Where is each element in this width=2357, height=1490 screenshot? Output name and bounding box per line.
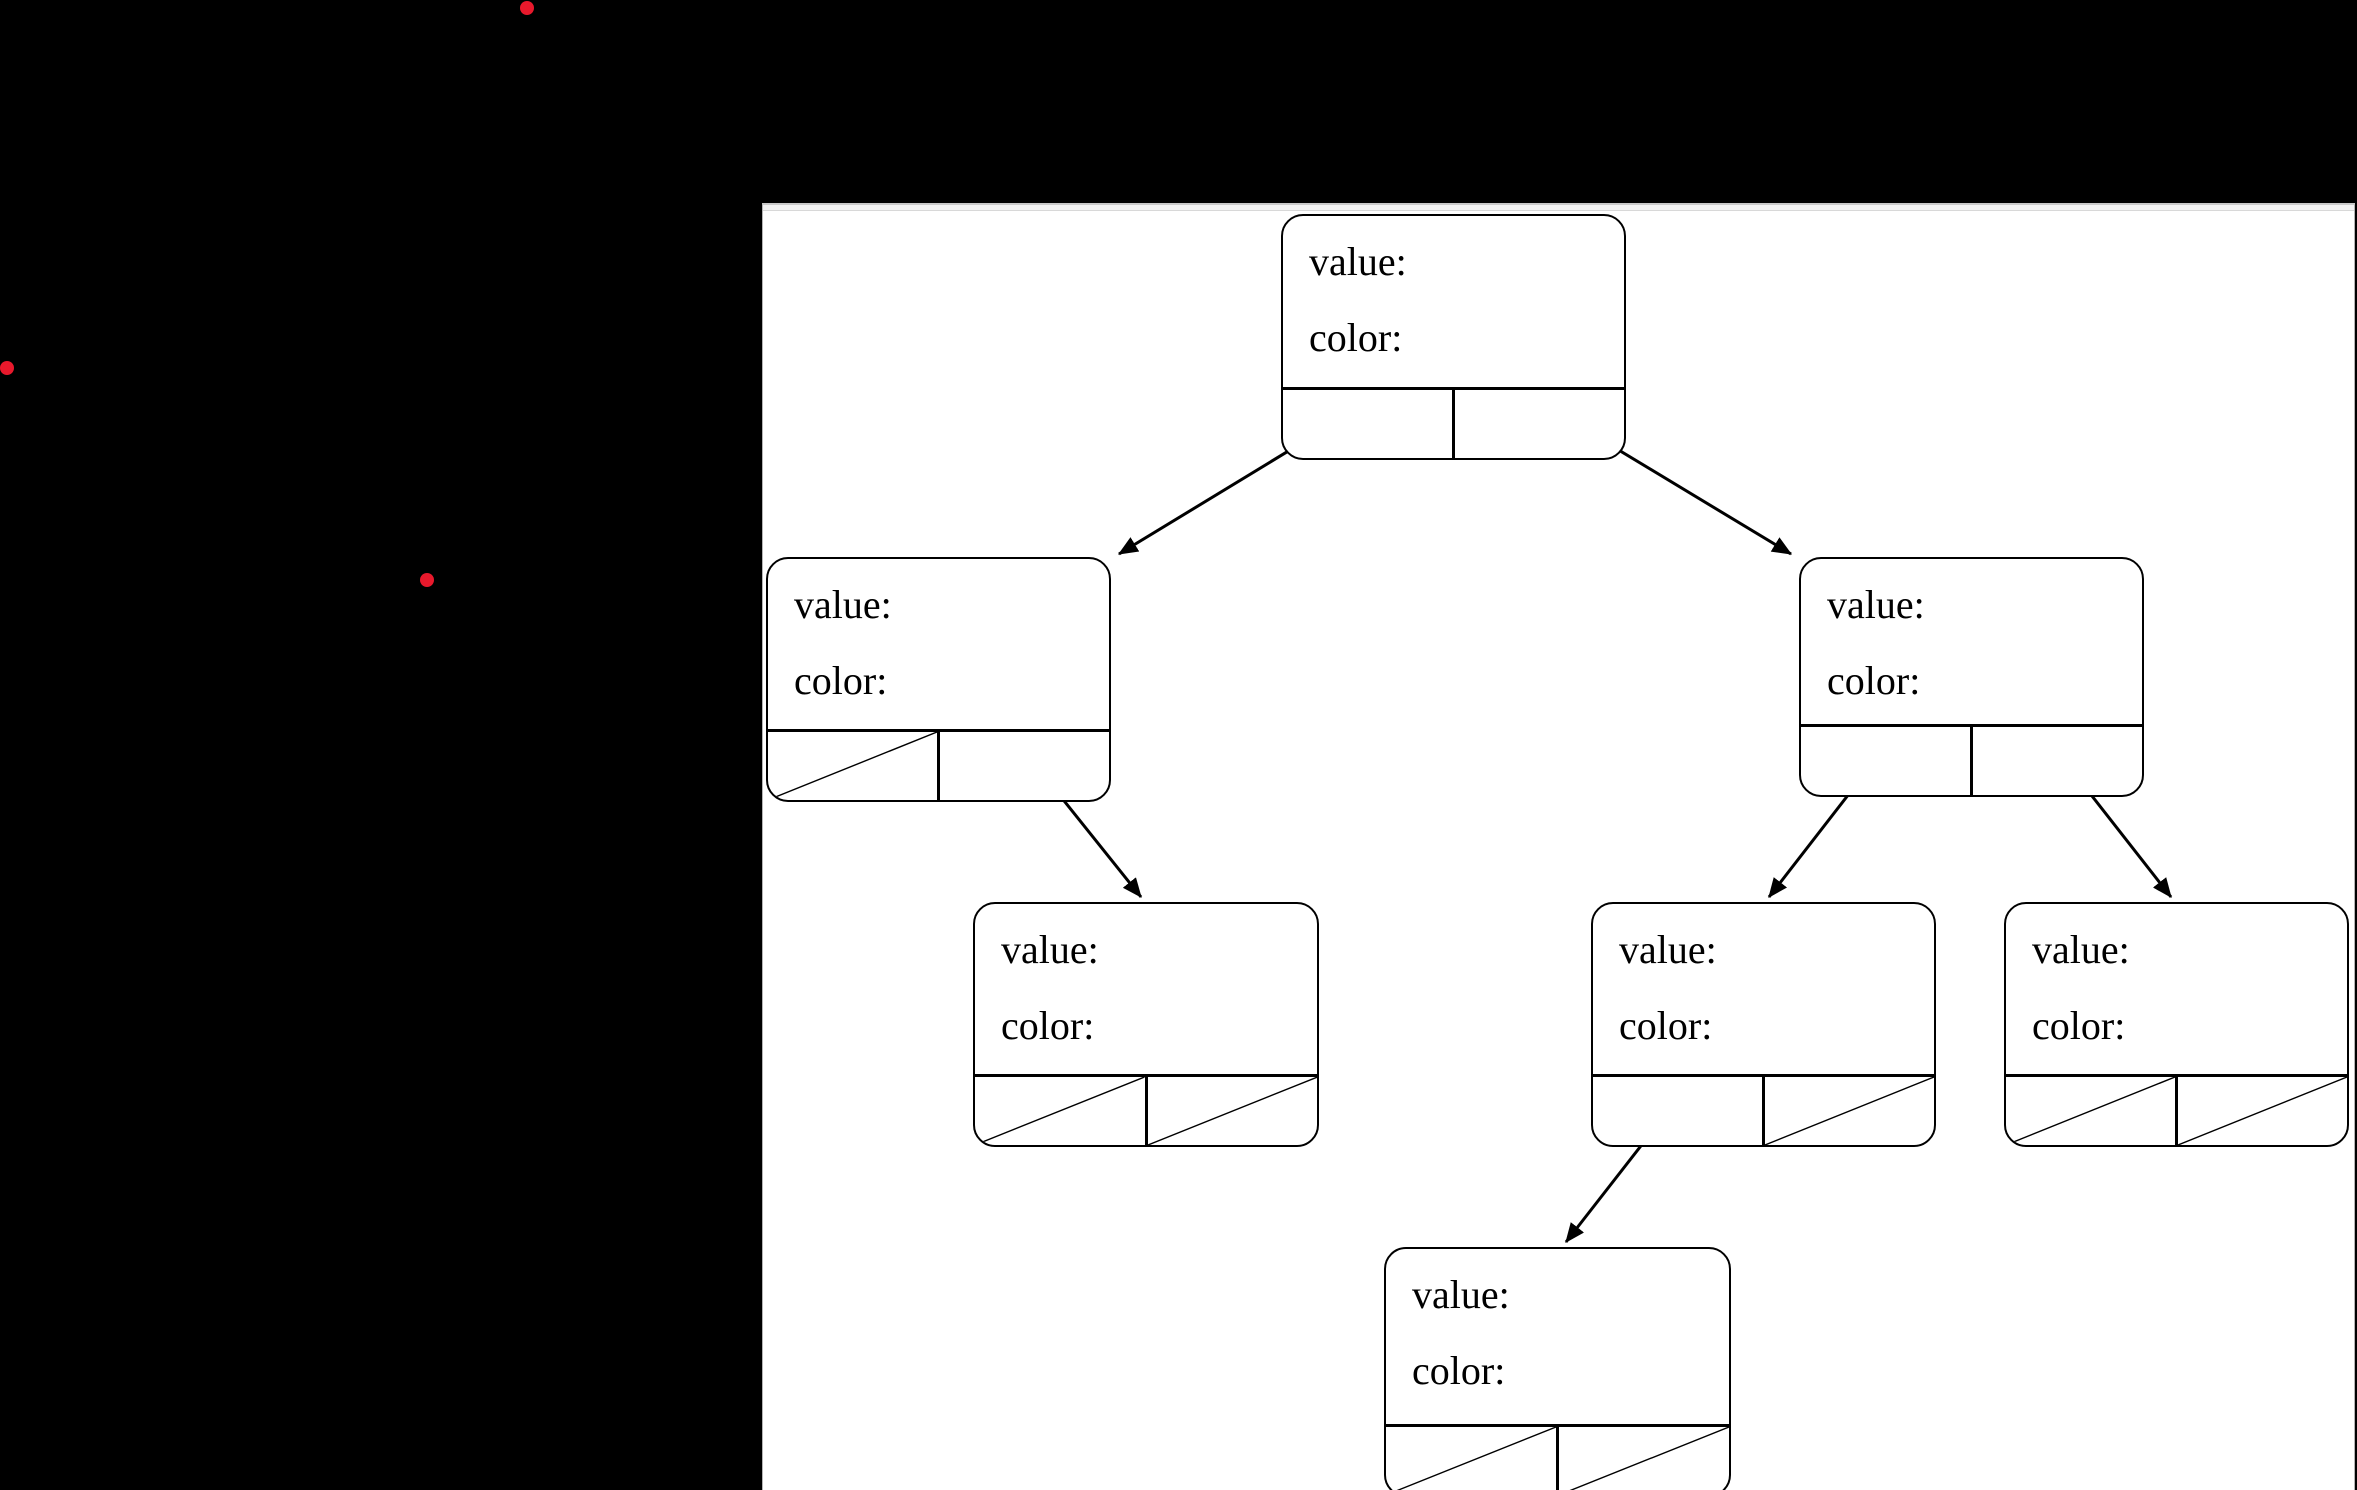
node-pointer-cell-left[interactable] — [1283, 390, 1452, 458]
red-marker-top — [520, 1, 534, 15]
node-value-label: value: — [1001, 927, 1099, 972]
node-value-label: value: — [794, 582, 892, 627]
null-pointer-slash-icon — [2006, 1077, 2175, 1145]
node-pointer-cell-right[interactable] — [1452, 390, 1624, 458]
node-field-group: value: color: — [1801, 559, 2142, 701]
red-marker-left — [0, 361, 14, 375]
tree-node-left[interactable]: value: color: — [766, 557, 1111, 802]
tree-node-right-left[interactable]: value: color: — [1591, 902, 1936, 1147]
node-field-group: value: color: — [2006, 904, 2347, 1046]
tree-node-right-right[interactable]: value: color: — [2004, 902, 2349, 1147]
node-value-label: value: — [1619, 927, 1717, 972]
node-color-label: color: — [1619, 1003, 1713, 1048]
null-pointer-slash-icon — [1386, 1427, 1556, 1490]
node-value-label: value: — [1827, 582, 1925, 627]
node-color-label: color: — [794, 658, 888, 703]
node-pointer-strip — [768, 729, 1109, 800]
node-color-label: color: — [1309, 315, 1403, 360]
node-pointer-cell-left[interactable] — [1386, 1427, 1556, 1490]
node-pointer-cell-right[interactable] — [1556, 1427, 1729, 1490]
null-pointer-slash-icon — [2178, 1077, 2347, 1145]
tree-node-root[interactable]: value: color: — [1281, 214, 1626, 460]
tree-node-left-right[interactable]: value: color: — [973, 902, 1319, 1147]
diagram-panel[interactable]: value:color:value:color:value:color:valu… — [762, 203, 2355, 1490]
node-value-label: value: — [1309, 239, 1407, 284]
node-pointer-cell-right[interactable] — [1970, 727, 2142, 795]
node-pointer-strip — [1386, 1424, 1729, 1490]
null-pointer-slash-icon — [975, 1077, 1145, 1145]
tree-node-right-left-left[interactable]: value: color: — [1384, 1247, 1731, 1490]
node-pointer-strip — [2006, 1074, 2347, 1145]
node-color-label: color: — [1827, 658, 1921, 703]
node-pointer-strip — [975, 1074, 1317, 1145]
node-pointer-strip — [1283, 387, 1624, 458]
node-pointer-cell-right[interactable] — [2175, 1077, 2347, 1145]
node-pointer-cell-right[interactable] — [1762, 1077, 1934, 1145]
node-pointer-cell-left[interactable] — [768, 732, 937, 800]
node-color-label: color: — [2032, 1003, 2126, 1048]
node-pointer-cell-right[interactable] — [937, 732, 1109, 800]
node-field-group: value: color: — [975, 904, 1317, 1046]
node-pointer-strip — [1801, 724, 2142, 795]
node-value-label: value: — [2032, 927, 2130, 972]
node-color-label: color: — [1412, 1348, 1506, 1393]
node-pointer-cell-left[interactable] — [2006, 1077, 2175, 1145]
tree-node-right[interactable]: value: color: — [1799, 557, 2144, 797]
node-pointer-strip — [1593, 1074, 1934, 1145]
null-pointer-slash-icon — [1559, 1427, 1729, 1490]
node-field-group: value: color: — [1283, 216, 1624, 358]
node-value-label: value: — [1412, 1272, 1510, 1317]
node-field-group: value: color: — [1593, 904, 1934, 1046]
node-pointer-cell-left[interactable] — [1801, 727, 1970, 795]
red-marker-mid — [420, 573, 434, 587]
null-pointer-slash-icon — [1148, 1077, 1318, 1145]
panel-top-strip — [763, 205, 2354, 211]
node-pointer-cell-left[interactable] — [1593, 1077, 1762, 1145]
node-pointer-cell-right[interactable] — [1144, 1077, 1318, 1145]
null-pointer-slash-icon — [768, 732, 937, 800]
node-field-group: value: color: — [1386, 1249, 1729, 1391]
node-field-group: value: color: — [768, 559, 1109, 701]
node-pointer-cell-left[interactable] — [975, 1077, 1145, 1145]
node-color-label: color: — [1001, 1003, 1095, 1048]
null-pointer-slash-icon — [1765, 1077, 1934, 1145]
